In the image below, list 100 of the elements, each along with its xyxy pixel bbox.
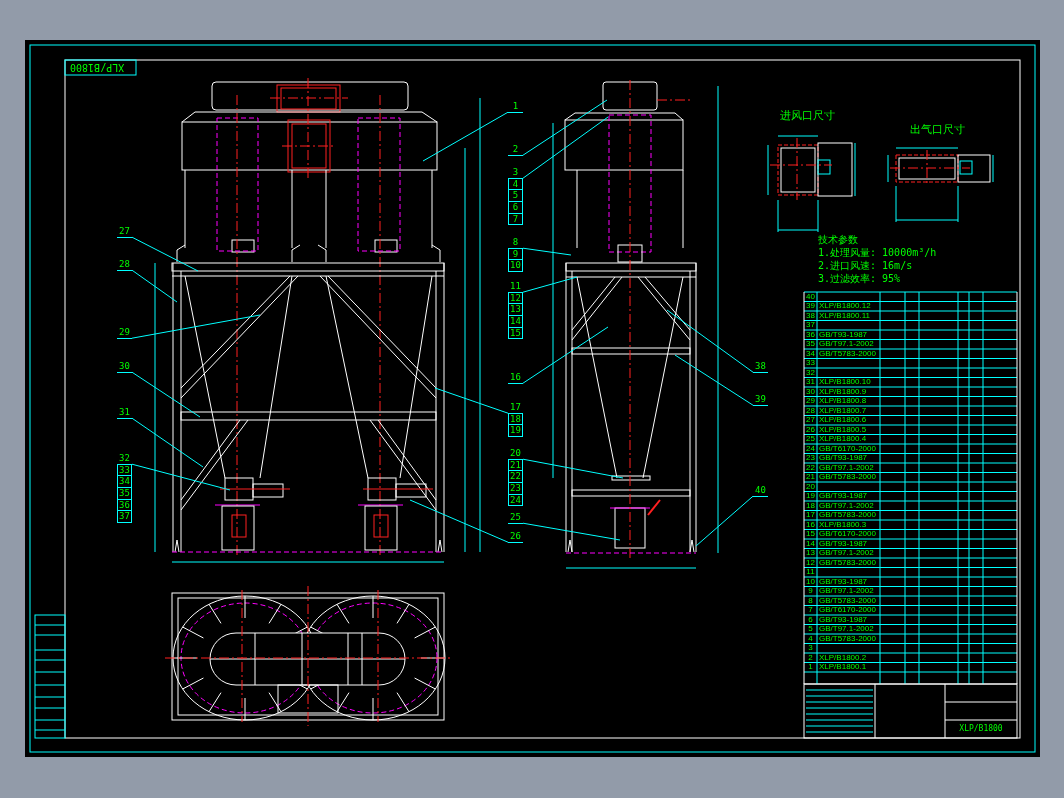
table-cell-text: 31 xyxy=(805,378,816,387)
callout-number: 23 xyxy=(508,483,523,495)
table-cell-text: 26 xyxy=(805,425,816,434)
callout-number: 10 xyxy=(508,260,523,273)
table-cell: GB/T97.1-2002 xyxy=(819,463,874,472)
table-cell: GB/T97.1-2002 xyxy=(819,549,874,558)
callout-number: 28 xyxy=(117,259,132,271)
leader-line xyxy=(522,276,578,293)
table-cell-text: 36 xyxy=(805,330,816,339)
table-cell-text: 22 xyxy=(805,463,816,472)
table-cell: GB/T93-1987 xyxy=(819,615,868,624)
table-cell-text: 37 xyxy=(805,321,816,330)
table-cell-text: 5 xyxy=(807,625,814,634)
table-cell-text: 39 xyxy=(805,302,816,311)
callout-number: 24 xyxy=(508,494,523,507)
callout-number: 38 xyxy=(753,361,768,373)
table-cell-text: 1 xyxy=(807,663,814,672)
callout-number: 40 xyxy=(753,485,768,497)
callout-stack xyxy=(117,453,132,524)
callout-stack xyxy=(508,402,523,438)
drawing-number: XLP/B1800 xyxy=(70,62,125,72)
table-cell: GB/T97.1-2002 xyxy=(819,501,874,510)
leader-line xyxy=(422,111,509,162)
table-cell-text: 6 xyxy=(807,615,814,624)
table-cell-text: 9 xyxy=(807,587,814,596)
table-cell: GB/T6170-2000 xyxy=(819,530,876,539)
callout-number: 16 xyxy=(508,372,523,384)
table-cell-text: 11 xyxy=(805,568,816,577)
table-cell-text: 32 xyxy=(805,368,816,377)
callout-number: 39 xyxy=(753,394,768,406)
table-cell: GB/T5783-2000 xyxy=(819,349,876,358)
parameter-text: 3.过滤效率: 95% xyxy=(818,274,901,284)
table-cell: GB/T93-1987 xyxy=(819,492,868,501)
leader-line xyxy=(522,326,609,384)
table-cell-text: 8 xyxy=(807,596,814,605)
table-cell: XLP/B1800.3 xyxy=(819,520,867,529)
leader-line xyxy=(434,387,509,414)
table-cell: GB/T97.1-2002 xyxy=(819,587,874,596)
table-cell: GB/T5783-2000 xyxy=(819,473,876,482)
front-view-drawing xyxy=(171,77,445,557)
table-cell: GB/T6170-2000 xyxy=(819,444,876,453)
leader-line xyxy=(522,522,621,541)
table-cell-text: 2 xyxy=(807,653,814,662)
leader-line xyxy=(522,247,572,256)
leader-line xyxy=(674,354,754,406)
callout-number: 32 xyxy=(117,453,132,465)
side-view-drawing xyxy=(564,79,697,561)
table-cell: XLP/B1800.8 xyxy=(819,397,867,406)
table-cell-text: 21 xyxy=(805,473,816,482)
table-cell-text: 23 xyxy=(805,454,816,463)
leader-line xyxy=(131,371,201,418)
table-cell-text: 17 xyxy=(805,511,816,520)
table-cell: GB/T93-1987 xyxy=(819,539,868,548)
callout-number: 30 xyxy=(117,361,132,373)
leader-line xyxy=(131,314,261,339)
table-cell: GB/T93-1987 xyxy=(819,454,868,463)
callout-number: 20 xyxy=(508,448,523,460)
callout-stack xyxy=(508,448,523,507)
callout-number: 18 xyxy=(508,413,523,426)
leader-line xyxy=(131,417,204,468)
callout-number: 35 xyxy=(117,488,132,500)
callout-stack xyxy=(508,281,523,340)
callout-number: 34 xyxy=(117,476,132,489)
table-cell-text: 33 xyxy=(805,359,816,368)
table-cell: GB/T93-1987 xyxy=(819,330,868,339)
callout-number: 19 xyxy=(508,425,523,438)
table-cell: XLP/B1800.12 xyxy=(819,302,871,311)
leader-line xyxy=(666,309,754,373)
table-cell: XLP/B1800.10 xyxy=(819,378,871,387)
leader-line xyxy=(522,458,624,479)
callout-number: 4 xyxy=(508,178,523,191)
table-cell-text: 13 xyxy=(805,549,816,558)
leader-line xyxy=(522,99,608,156)
table-cell: XLP/B1800.9 xyxy=(819,387,867,396)
table-cell-text: 25 xyxy=(805,435,816,444)
table-cell: GB/T5783-2000 xyxy=(819,634,876,643)
callout-number: 13 xyxy=(508,304,523,317)
callout-number: 8 xyxy=(508,237,523,249)
table-cell: GB/T97.1-2002 xyxy=(819,340,874,349)
leader-line xyxy=(695,495,754,547)
callout-number: 9 xyxy=(508,248,523,261)
callout-number: 37 xyxy=(117,511,132,524)
table-cell-text: 38 xyxy=(805,311,816,320)
callout-number: 22 xyxy=(508,471,523,484)
table-cell-text: 7 xyxy=(807,606,814,615)
table-cell-text: 15 xyxy=(805,530,816,539)
callout-number: 26 xyxy=(508,531,523,543)
table-cell: GB/T6170-2000 xyxy=(819,606,876,615)
leader-line xyxy=(522,116,609,179)
table-cell-text: 12 xyxy=(805,558,816,567)
table-cell-text: 4 xyxy=(807,634,814,643)
leader-line xyxy=(131,236,199,272)
callout-number: 17 xyxy=(508,402,523,414)
parameter-text: 1.处理风量: 10000m³/h xyxy=(818,248,937,258)
table-cell: XLP/B1800.7 xyxy=(819,406,867,415)
callout-number: 6 xyxy=(508,202,523,214)
table-cell: GB/T93-1987 xyxy=(819,577,868,586)
callout-stack xyxy=(508,167,523,226)
table-cell: XLP/B1800.5 xyxy=(819,425,867,434)
callout-stack xyxy=(508,237,523,273)
